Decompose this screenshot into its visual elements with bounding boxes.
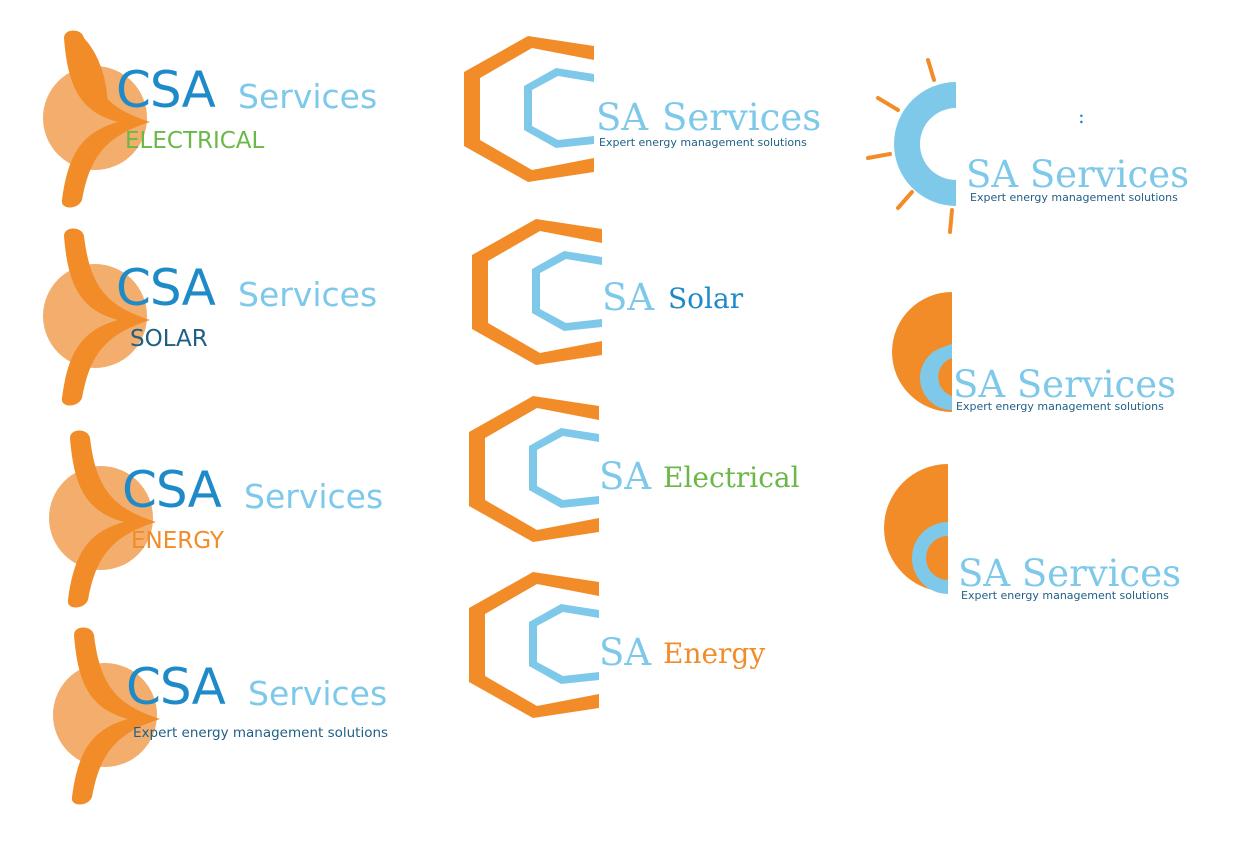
sun-logo-text: SA Services <box>966 153 1190 196</box>
hex-sa-text: SA <box>602 276 655 319</box>
hex-logo-electrical: SA Electrical <box>465 392 825 547</box>
flower-mark-icon <box>43 30 150 208</box>
hex-word-text: Electrical <box>663 461 800 494</box>
hex-sa-text: SA <box>596 96 649 139</box>
brand-services: Services <box>248 674 388 713</box>
brand-sub-electrical: ELECTRICAL <box>125 128 265 154</box>
brand-csa: CSA <box>116 61 216 119</box>
half-sun-text: SA Services <box>958 552 1182 595</box>
hex-logo-solar: SA Solar <box>468 215 768 370</box>
half-sun-c-icon <box>892 292 952 412</box>
hexagon-c-icon <box>469 396 599 542</box>
hex-logo-services: SA Services Expert energy management sol… <box>460 32 822 187</box>
brand-csa: CSA <box>116 259 216 317</box>
flower-mark-icon <box>43 228 150 406</box>
half-sun-logo-1: SA Services Expert energy management sol… <box>890 288 1190 418</box>
sun-logo: : SA Services Expert energy management s… <box>864 56 1204 241</box>
half-sun-logo-2: SA Services Expert energy management sol… <box>882 462 1192 612</box>
half-sun-tagline: Expert energy management solutions <box>956 400 1164 413</box>
brand-services: Services <box>238 275 378 314</box>
flower-logo-energy: CSA Services ENERGY <box>46 430 406 615</box>
sun-c-icon <box>866 58 956 234</box>
brand-csa: CSA <box>122 461 222 519</box>
hex-word-text: Solar <box>668 282 744 315</box>
half-sun-c-icon <box>884 464 948 594</box>
brand-services: Services <box>238 77 378 116</box>
flower-logo-solar: CSA Services SOLAR <box>40 228 400 413</box>
flower-logo-electrical: CSA Services ELECTRICAL <box>40 30 400 215</box>
half-sun-tagline: Expert energy management solutions <box>961 589 1169 602</box>
sun-logo-dot: : <box>1078 104 1085 128</box>
hex-word-text: Services <box>662 96 822 139</box>
hexagon-c-icon <box>464 36 594 182</box>
hex-sa-text: SA <box>599 631 652 674</box>
brand-sub-energy: ENERGY <box>131 528 224 554</box>
brand-tagline: Expert energy management solutions <box>133 725 389 741</box>
hex-tagline: Expert energy management solutions <box>599 136 807 149</box>
flower-logo-tagline: CSA Services Expert energy management so… <box>50 627 410 812</box>
hex-word-text: Energy <box>663 637 766 670</box>
brand-csa: CSA <box>126 658 226 716</box>
flower-mark-icon <box>49 430 156 608</box>
hex-sa-text: SA <box>599 455 652 498</box>
hexagon-c-icon <box>469 572 599 718</box>
hexagon-c-icon <box>472 219 602 365</box>
brand-services: Services <box>244 477 384 516</box>
sun-logo-tagline: Expert energy management solutions <box>970 191 1178 204</box>
half-sun-text: SA Services <box>953 363 1177 406</box>
brand-sub-solar: SOLAR <box>130 326 208 352</box>
hex-logo-energy: SA Energy <box>465 568 825 723</box>
flower-mark-icon <box>53 627 160 805</box>
